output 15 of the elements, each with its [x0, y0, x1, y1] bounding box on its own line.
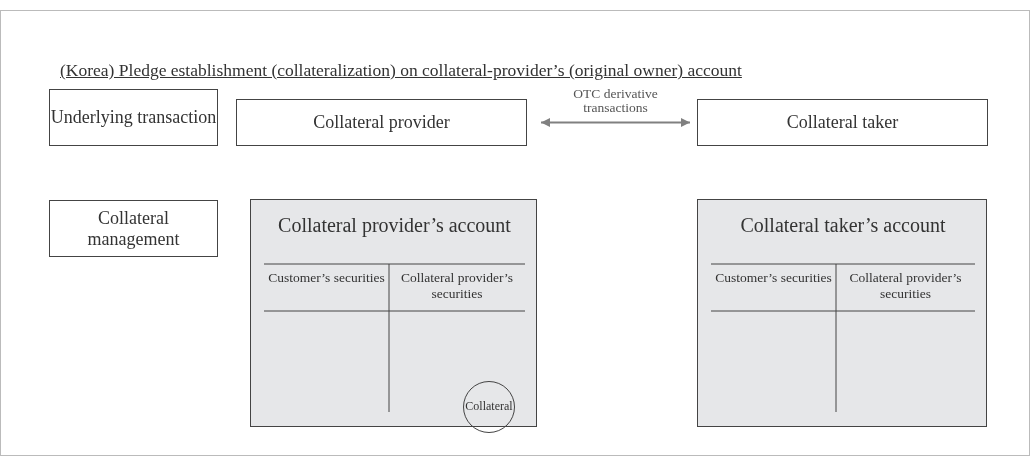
- party-box: Collateral provider: [236, 99, 527, 146]
- column-header: Collateral provider’s securities: [400, 270, 514, 302]
- column-header: Customer’s securities: [267, 270, 386, 286]
- party-box: Collateral taker: [697, 99, 988, 146]
- account-panel: [250, 199, 537, 427]
- title: (Korea) Pledge establishment (collateralization) on collateral-provider’s (original owner) account: [60, 60, 743, 81]
- double-arrow: [540, 118, 691, 127]
- column-header: Collateral provider’s securities: [848, 270, 963, 302]
- account-panel: [697, 199, 987, 427]
- row-label-box: Underlying transaction: [49, 89, 218, 146]
- edge-label: OTC derivative transactions: [572, 86, 659, 117]
- column-header: Customer’s securities: [714, 270, 833, 286]
- account-heading: Collateral provider’s account: [277, 214, 512, 237]
- row-label-box: Collateral management: [49, 200, 218, 257]
- account-heading: Collateral taker’s account: [739, 214, 947, 237]
